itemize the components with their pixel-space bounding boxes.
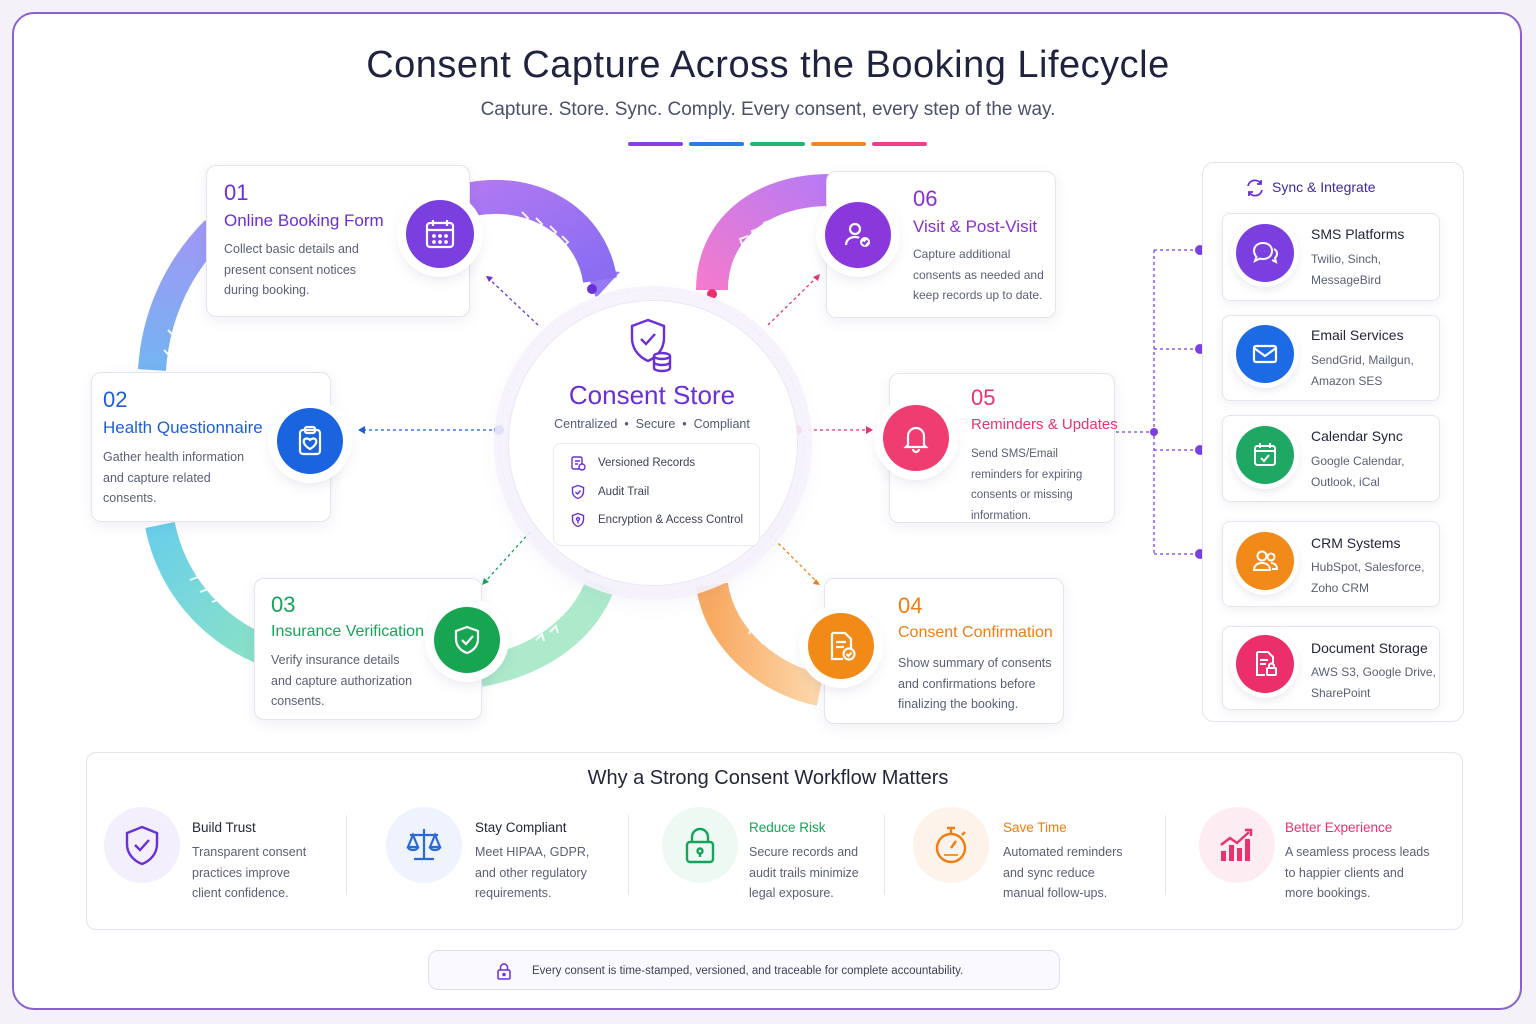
lock-icon xyxy=(496,962,512,985)
integration-name: Email Services xyxy=(1311,327,1404,343)
users-icon xyxy=(1236,532,1294,590)
accent-bar xyxy=(750,142,805,146)
integration-desc: SendGrid, Mailgun, Amazon SES xyxy=(1311,353,1414,388)
accent-bar xyxy=(689,142,744,146)
integration-desc: Twilio, Sinch, MessageBird xyxy=(1311,252,1382,287)
document-lock-icon xyxy=(1236,635,1294,693)
scales-icon xyxy=(386,807,462,883)
benefit-title: Better Experience xyxy=(1285,820,1393,835)
sync-icon xyxy=(1244,177,1266,204)
page-title: Consent Capture Across the Booking Lifec… xyxy=(366,44,1170,86)
shield-database-icon xyxy=(628,317,676,380)
divider xyxy=(628,815,629,895)
bell-icon xyxy=(883,405,949,471)
divider xyxy=(1165,815,1166,895)
divider xyxy=(346,815,347,895)
step-title: Online Booking Form xyxy=(224,211,384,230)
document-versions-icon xyxy=(570,455,586,471)
benefit-desc: Secure records and audit trails minimize… xyxy=(749,845,859,900)
step-description: Capture additional consents as needed an… xyxy=(913,247,1044,302)
consent-store-title: Consent Store xyxy=(568,380,736,410)
benefit-title: Build Trust xyxy=(192,820,256,835)
step-number: 04 xyxy=(898,593,923,618)
benefit-title: Stay Compliant xyxy=(475,820,567,835)
accountability-text: Every consent is time-stamped, versioned… xyxy=(532,965,964,977)
integration-name: Calendar Sync xyxy=(1311,428,1403,444)
step-description: Gather health information and capture re… xyxy=(103,450,245,505)
integration-name: CRM Systems xyxy=(1311,535,1401,551)
user-check-icon xyxy=(825,202,891,268)
step-number: 01 xyxy=(224,180,249,205)
integration-name: Document Storage xyxy=(1311,640,1428,656)
shield-check-icon xyxy=(570,484,586,500)
accent-bar xyxy=(628,142,683,146)
benefit-desc: Automated reminders and sync reduce manu… xyxy=(1003,845,1123,900)
clipboard-heart-icon xyxy=(277,408,343,474)
step-description: Verify insurance details and capture aut… xyxy=(271,653,413,708)
accountability-banner xyxy=(428,950,1060,990)
divider xyxy=(884,815,885,895)
benefit-desc: Transparent consent practices improve cl… xyxy=(192,845,307,900)
calendar-sync-icon xyxy=(1236,426,1294,484)
mail-icon xyxy=(1236,325,1294,383)
why-title: Why a Strong Consent Workflow Matters xyxy=(587,767,949,789)
integration-desc: HubSpot, Salesforce, Zoho CRM xyxy=(1311,560,1425,595)
consent-store-features xyxy=(553,443,760,546)
step-description: Collect basic details and present consen… xyxy=(224,242,359,297)
step-title: Reminders & Updates xyxy=(971,416,1118,433)
benefit-title: Save Time xyxy=(1003,820,1067,835)
stopwatch-icon xyxy=(913,807,989,883)
step-description: Show summary of consents and confirmatio… xyxy=(898,656,1052,711)
step-title: Insurance Verification xyxy=(271,623,424,640)
shield-key-icon xyxy=(570,512,586,528)
integration-desc: AWS S3, Google Drive, SharePoint xyxy=(1311,665,1436,700)
step-description: Send SMS/Email reminders for expiring co… xyxy=(971,448,1083,522)
integration-desc: Google Calendar, Outlook, iCal xyxy=(1311,454,1405,489)
chat-icon xyxy=(1236,224,1294,282)
chart-up-icon xyxy=(1199,807,1275,883)
benefit-desc: Meet HIPAA, GDPR, and other regulatory r… xyxy=(475,845,590,900)
benefit-desc: A seamless process leads to happier clie… xyxy=(1285,845,1430,900)
step-number: 06 xyxy=(913,186,938,211)
feature-label: Versioned Records xyxy=(598,457,696,469)
shield-check-icon xyxy=(104,807,180,883)
integration-name: SMS Platforms xyxy=(1311,226,1405,242)
page-subtitle: Capture. Store. Sync. Comply. Every cons… xyxy=(480,99,1056,120)
accent-bar xyxy=(811,142,866,146)
step-number: 05 xyxy=(971,385,996,410)
lock-icon xyxy=(662,807,738,883)
feature-label: Audit Trail xyxy=(598,486,650,498)
step-number: 02 xyxy=(103,387,128,412)
step-title: Health Questionnaire xyxy=(103,418,263,437)
step-title: Visit & Post-Visit xyxy=(913,217,1038,236)
document-check-icon xyxy=(808,613,874,679)
consent-store-subtitle: Centralized • Secure • Compliant xyxy=(554,417,750,431)
why-section xyxy=(86,752,1463,930)
benefit-title: Reduce Risk xyxy=(749,820,826,835)
step-title: Consent Confirmation xyxy=(898,624,1053,641)
calendar-icon xyxy=(406,200,474,268)
step-number: 03 xyxy=(271,592,296,617)
shield-check-icon xyxy=(434,607,500,673)
sync-integrate-title: Sync & Integrate xyxy=(1272,179,1376,195)
accent-bar xyxy=(872,142,927,146)
feature-label: Encryption & Access Control xyxy=(598,514,744,526)
